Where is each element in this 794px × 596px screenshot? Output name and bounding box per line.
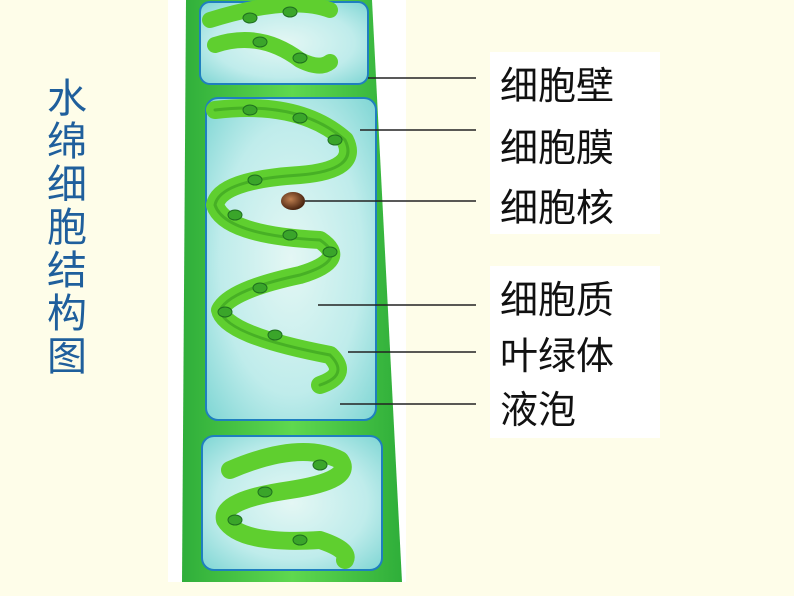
label-vacuole: 液泡 [500, 388, 577, 432]
title-char: 绵 [47, 119, 87, 165]
diagram-title: 水 绵 细 胞 结 构 图 [42, 78, 92, 379]
label-nucleus: 细胞核 [500, 186, 615, 230]
title-char: 构 [47, 291, 87, 337]
title-char: 水 [47, 76, 87, 122]
label-cytoplasm: 细胞质 [500, 278, 615, 322]
chloroplast-ribbon-bottom [215, 443, 355, 569]
title-char: 细 [47, 162, 87, 208]
label-box-bottom [490, 266, 660, 438]
title-char: 图 [47, 334, 87, 380]
nucleus [281, 192, 305, 210]
label-chloroplast: 叶绿体 [500, 334, 615, 378]
title-char: 胞 [47, 205, 87, 251]
title-char: 结 [47, 248, 87, 294]
label-cell-wall: 细胞壁 [500, 64, 615, 108]
label-box-top [490, 52, 660, 234]
label-cell-membrane: 细胞膜 [500, 126, 615, 170]
